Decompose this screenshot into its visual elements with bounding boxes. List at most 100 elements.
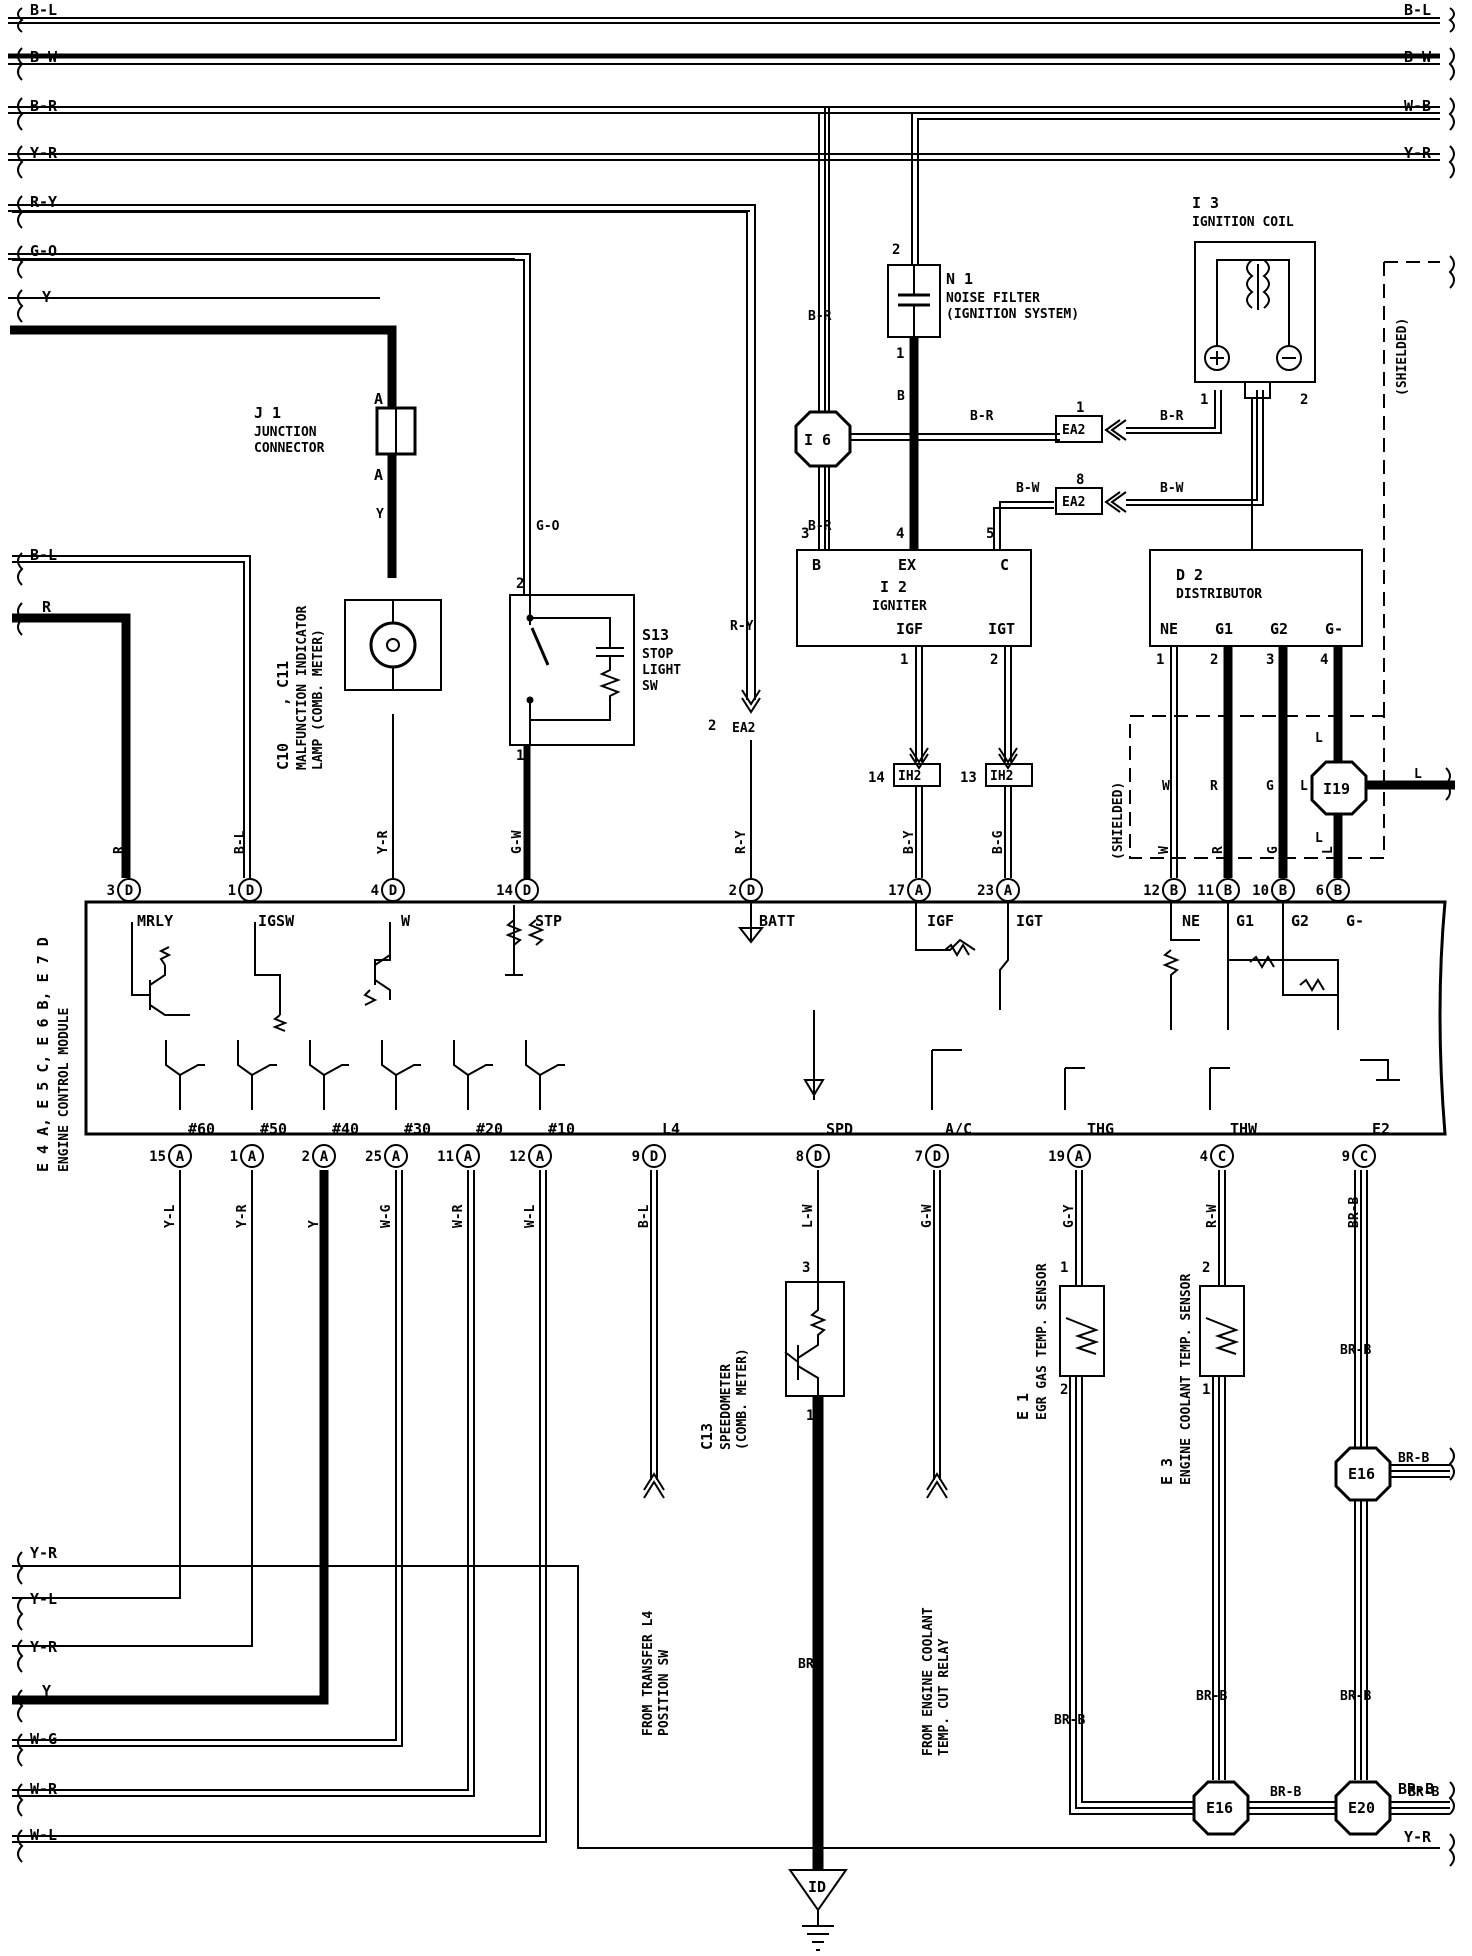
- ecm-top-pin-num-2: 4: [371, 883, 379, 899]
- c10-id: C10: [274, 743, 292, 770]
- ecm-top-pin-num-8: 11: [1197, 883, 1214, 899]
- bottom-wire-label-6: W-L: [30, 1826, 57, 1844]
- lamp-icon: [369, 621, 417, 669]
- e3-pin-2: 2: [1202, 1260, 1210, 1276]
- i2-terminal-c: C: [1000, 556, 1009, 574]
- wire-br: [12, 106, 826, 415]
- dist-pin-4: 4: [1320, 652, 1328, 668]
- ecm-top-pin-conn-7: B: [1170, 883, 1178, 899]
- bottom-wire-label-4: W-G: [30, 1730, 57, 1748]
- ecm-top-pin-conn-1: D: [246, 883, 254, 899]
- ecm-top-pin-wire-3: G-W: [510, 830, 525, 854]
- ecm-bottom-pin-num-7: 8: [796, 1149, 804, 1165]
- component-labels: J 1 JUNCTION CONNECTOR A A C10 , C11 MAL…: [34, 194, 1410, 1756]
- ecm-bottom-pin-wire-9: G-Y: [1062, 1204, 1077, 1228]
- c13-id: C13: [698, 1423, 716, 1450]
- d2-distributor: [1149, 549, 1363, 647]
- bus-label-left-1: B-W: [30, 48, 58, 66]
- ea2-label-3: EA2: [732, 721, 755, 736]
- ecm-bottom-pin-wire-10: R-W: [1205, 1204, 1220, 1228]
- ecm-bottom-pin-1: [240, 1144, 264, 1168]
- ecm-bottom-pin-conn-6: D: [650, 1149, 658, 1165]
- ecm-top-pin-num-5: 17: [888, 883, 905, 899]
- ecm-top-pin-conn-6: A: [1004, 883, 1013, 899]
- ecm-top-pin-6: [996, 878, 1020, 902]
- bus-label-left-5: G-O: [30, 242, 57, 260]
- ecm-bottom-pin-term-9: THG: [1087, 1120, 1114, 1138]
- s13-pin-2: 2: [516, 576, 524, 592]
- ecm-bottom-pin-term-11: E2: [1372, 1120, 1390, 1138]
- ecm-bottom-pin-term-10: THW: [1230, 1120, 1258, 1138]
- ecm-bottom-pin-conn-2: A: [320, 1149, 329, 1165]
- ea2-pin-2: 2: [708, 718, 716, 734]
- ecm-bottom-pin-wire-4: W-R: [451, 1204, 466, 1228]
- ecm-bottom-pin-4: [456, 1144, 480, 1168]
- ecm-bottom-pin-num-0: 15: [149, 1149, 166, 1165]
- left-wire-bl-label: B-L: [30, 546, 57, 564]
- bus-label-left-4: R-Y: [30, 193, 57, 211]
- wire-label-l-upper: L: [1315, 731, 1323, 746]
- ecm-top-pins: D3MRLYRD1IGSWB-LD4WY-RD14STPG-WD2BATTR-Y…: [107, 830, 1365, 930]
- injector-wires: [12, 1170, 1440, 1849]
- i2-id: I 2: [880, 578, 907, 596]
- c13-name1: SPEEDOMETER: [719, 1364, 734, 1450]
- wire-label-w-dist: W: [1162, 779, 1170, 794]
- ecm-bottom-pin-term-2: #40: [332, 1120, 359, 1138]
- bottom-wire-label-right-6: Y-R: [1404, 1828, 1432, 1846]
- s13-stop-light-switch: [509, 594, 635, 746]
- ecm-top-pin-0: [117, 878, 141, 902]
- shielded-label-1: (SHIELDED): [1395, 318, 1410, 396]
- ih2-pin-13: 13: [960, 770, 977, 786]
- c13-pin-3: 3: [802, 1260, 810, 1276]
- ecm-bottom-pins: A15#60Y-LA1#50Y-RA2#40YA25#30W-GA11#20W-…: [149, 1120, 1390, 1228]
- s13-name1: STOP: [642, 647, 673, 662]
- ecm-bottom-pin-6: [642, 1144, 666, 1168]
- ecm-top-pin-wire-0: R: [112, 846, 127, 854]
- i19-label: I19: [1323, 780, 1350, 798]
- d2-terminal-g2: G2: [1270, 620, 1288, 638]
- ecm-top-pin-10: [1326, 878, 1350, 902]
- ea2-connector-1: [1055, 415, 1103, 443]
- c13-pin-1: 1: [806, 1408, 814, 1424]
- wire-go: [12, 253, 531, 595]
- ecm-bottom-pin-num-6: 9: [632, 1149, 640, 1165]
- bus-label-right-3: Y-R: [1404, 144, 1432, 162]
- ecm-bottom-pin-wire-5: W-L: [523, 1204, 538, 1228]
- ecm-bottom-pin-3: [384, 1144, 408, 1168]
- ecm-top-pin-wire-5: B-Y: [902, 830, 917, 854]
- wire-label-br-coil: B-R: [1160, 409, 1184, 424]
- igniter-pin-2: 2: [990, 652, 998, 668]
- ecm-bottom-pin-num-5: 12: [509, 1149, 526, 1165]
- coil-pin-2: 2: [1300, 392, 1308, 408]
- ecm-top-pin-term-8: G1: [1236, 912, 1254, 930]
- note-coolant-2: TEMP. CUT RELAY: [937, 1638, 952, 1756]
- ecm-top-pin-wire-9: G: [1266, 846, 1281, 854]
- bus-label-left-6: Y: [42, 288, 51, 306]
- bus-wires: [8, 17, 1440, 299]
- n1-pin-1: 1: [896, 346, 904, 362]
- n1-pin-2: 2: [892, 242, 900, 258]
- misc-wire-labels: B-R B-R B-W B-W L L BR-B BR-B BR-B Y G-O…: [376, 309, 1439, 1800]
- d2-name: DISTRIBUTOR: [1176, 587, 1262, 602]
- bottom-wire-label-0: Y-R: [30, 1544, 58, 1562]
- wire-y-to-j1: [10, 325, 397, 408]
- bottom-wire-labels: Y-R Y-L Y-R Y W-G W-R BR-B W-L Y-R: [30, 1544, 1434, 1846]
- ecm-top-pin-9: [1271, 878, 1295, 902]
- ecm-top-pin-num-10: 6: [1316, 883, 1324, 899]
- ecm-top-pin-term-1: IGSW: [258, 912, 295, 930]
- ecm-top-pin-term-3: STP: [535, 912, 562, 930]
- wire-label-l-i19: L: [1300, 779, 1308, 794]
- bus-label-left-0: B-L: [30, 1, 57, 19]
- ecm-bottom-pin-9: [1067, 1144, 1091, 1168]
- s13-pin-1: 1: [516, 748, 524, 764]
- ecm-module-box: [84, 900, 1447, 1136]
- ecm-bottom-pin-5: [528, 1144, 552, 1168]
- wire-label-brb-coolant: BR-B: [1196, 1689, 1227, 1704]
- ecm-top-pin-num-7: 12: [1143, 883, 1160, 899]
- ecm-bottom-pin-0: [168, 1144, 192, 1168]
- ecm-top-pin-num-9: 10: [1252, 883, 1269, 899]
- i19-junction: [1310, 760, 1368, 816]
- ecm-top-pin-conn-8: B: [1224, 883, 1232, 899]
- pin-number-labels: 2 1 1 8 1 2 3 4 5 1 2 14 13 2 2 1 1 2 3 …: [516, 242, 1328, 1424]
- d2-terminal-gm: G-: [1325, 620, 1343, 638]
